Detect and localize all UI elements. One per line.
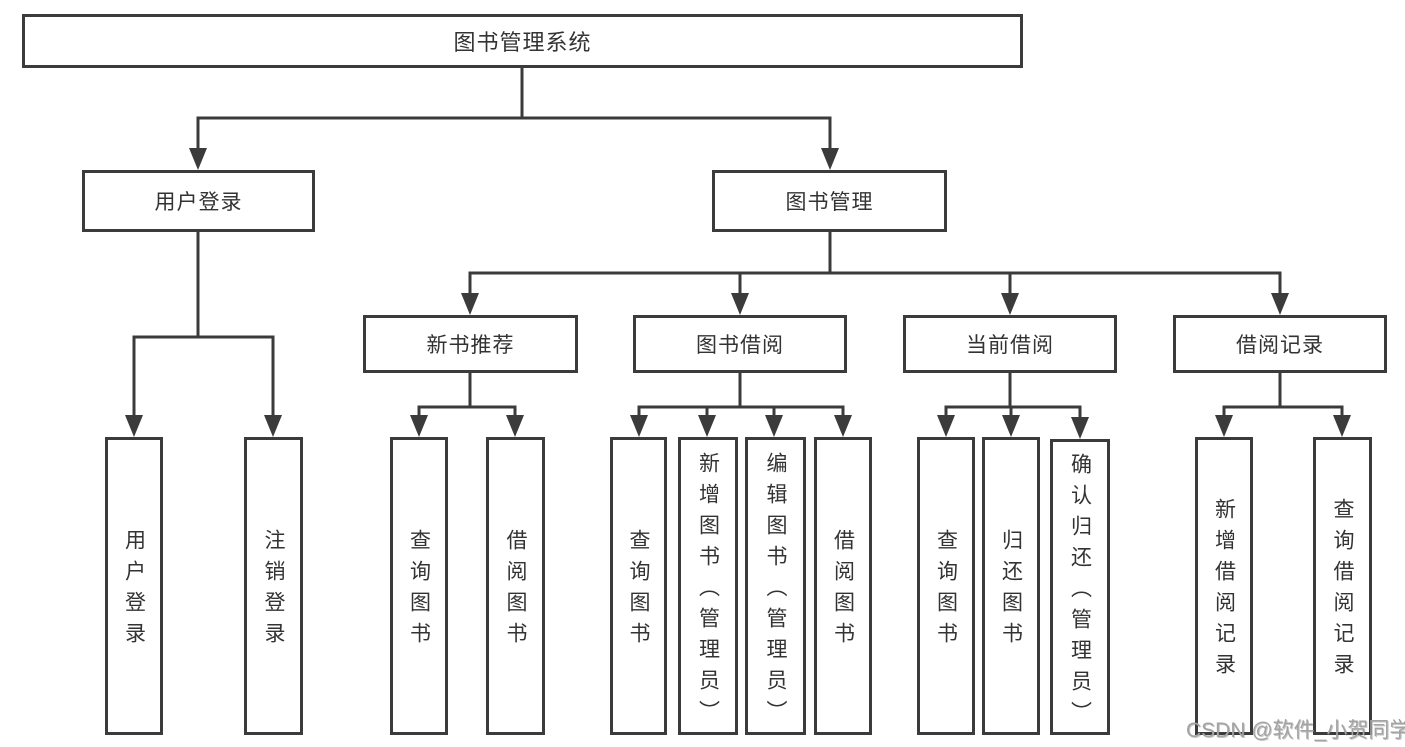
leaf-query-books-current-label: 查询图书 bbox=[934, 529, 958, 653]
leaf-add-books-admin-label: 新增图书（管理员） bbox=[696, 451, 720, 731]
node-current-borrow-label: 当前借阅 bbox=[966, 334, 1054, 357]
leaf-query-borrow-record: 查询借阅记录 bbox=[1313, 437, 1372, 735]
node-new-book-recommend: 新书推荐 bbox=[363, 315, 578, 373]
node-root-system: 图书管理系统 bbox=[22, 14, 1023, 68]
leaf-query-books-borrow: 查询图书 bbox=[610, 437, 667, 735]
leaf-confirm-return-admin: 确认归还（管理员） bbox=[1050, 439, 1110, 735]
leaf-return-books-label: 归还图书 bbox=[999, 529, 1023, 653]
connector-borrow-records bbox=[1222, 373, 1344, 417]
leaf-user-login: 用户登录 bbox=[105, 437, 163, 735]
csdn-watermark: CSDN @软件_小贺同学 bbox=[1186, 719, 1405, 742]
connector-user-login bbox=[132, 232, 275, 417]
node-root-label: 图书管理系统 bbox=[453, 30, 592, 55]
connector-book-borrow bbox=[637, 373, 845, 417]
connector-current-borrow bbox=[944, 373, 1082, 419]
leaf-confirm-return-admin-label: 确认归还（管理员） bbox=[1068, 452, 1092, 732]
node-book-management-branch: 图书管理 bbox=[712, 170, 947, 232]
leaf-query-books-borrow-label: 查询图书 bbox=[627, 529, 650, 653]
node-user-login-label: 用户登录 bbox=[154, 191, 243, 214]
leaf-return-books: 归还图书 bbox=[982, 437, 1040, 735]
leaf-borrow-books-recommend-label: 借阅图书 bbox=[504, 529, 527, 653]
node-user-login-branch: 用户登录 bbox=[82, 170, 315, 232]
leaf-logout: 注销登录 bbox=[244, 437, 303, 735]
connector-book-management bbox=[468, 232, 1282, 295]
leaf-borrow-books: 借阅图书 bbox=[814, 437, 872, 735]
leaf-query-books-current: 查询图书 bbox=[917, 437, 975, 735]
node-current-borrow: 当前借阅 bbox=[903, 315, 1117, 373]
node-new-book-recommend-label: 新书推荐 bbox=[426, 334, 515, 357]
leaf-edit-books-admin: 编辑图书（管理员） bbox=[745, 437, 806, 735]
leaf-add-borrow-record: 新增借阅记录 bbox=[1195, 437, 1253, 735]
leaf-user-login-label: 用户登录 bbox=[122, 529, 146, 653]
leaf-borrow-books-recommend: 借阅图书 bbox=[486, 437, 545, 735]
leaf-query-books-recommend: 查询图书 bbox=[390, 437, 448, 735]
node-book-borrow: 图书借阅 bbox=[633, 315, 847, 373]
node-book-borrow-label: 图书借阅 bbox=[696, 334, 784, 357]
leaf-borrow-books-label: 借阅图书 bbox=[831, 529, 855, 653]
leaf-edit-books-admin-label: 编辑图书（管理员） bbox=[764, 451, 787, 731]
leaf-query-borrow-record-label: 查询借阅记录 bbox=[1331, 498, 1354, 684]
node-borrow-records-label: 借阅记录 bbox=[1236, 334, 1324, 357]
leaf-logout-label: 注销登录 bbox=[262, 529, 285, 653]
node-borrow-records: 借阅记录 bbox=[1173, 315, 1387, 373]
node-book-management-label: 图书管理 bbox=[785, 191, 874, 214]
connector-new-book bbox=[417, 373, 517, 417]
leaf-add-books-admin: 新增图书（管理员） bbox=[678, 437, 738, 735]
connector-root bbox=[196, 68, 832, 150]
leaf-add-borrow-record-label: 新增借阅记录 bbox=[1212, 498, 1236, 684]
leaf-query-books-recommend-label: 查询图书 bbox=[407, 529, 431, 653]
